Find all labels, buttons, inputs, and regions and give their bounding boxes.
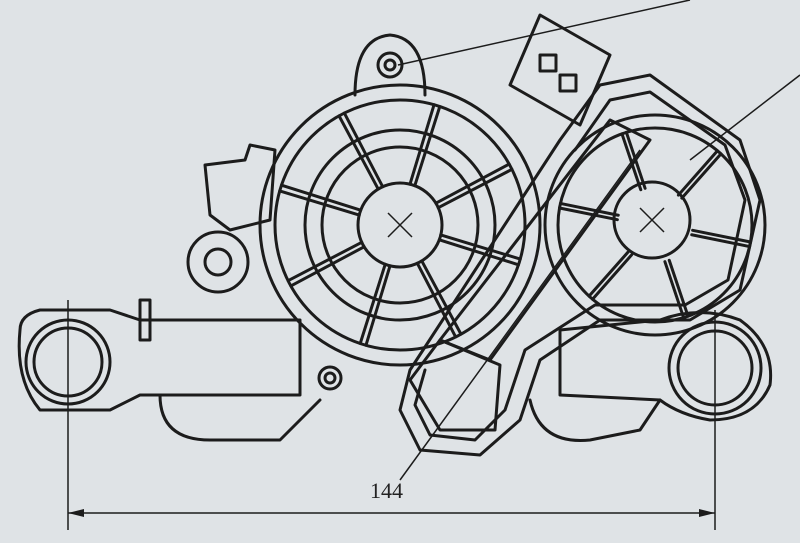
wheel-spoke [286,240,364,283]
wheel-spoke [663,260,686,320]
wheel-spoke [364,264,392,347]
wheel-spoke [415,261,458,339]
wheel-spoke [342,111,385,189]
wheel-spoke [413,105,442,188]
lower-housing-right [528,398,662,442]
wheel-spoke [676,149,719,197]
wheel-spoke [558,201,620,217]
wheel-spoke [437,238,520,267]
worm-housing [398,73,762,481]
wheel-spoke [337,114,380,191]
secondary-wheel [543,113,767,337]
main-wheel [258,83,542,367]
wheel-spoke [667,258,690,318]
wheel-spoke [434,162,511,205]
right-mount-arm [558,311,773,422]
wheel-spoke [557,206,619,222]
wheel-spoke [278,189,361,217]
wheel-spoke [280,183,363,212]
wheel-spoke [690,233,752,249]
wheel-spoke [439,233,522,261]
left-bracket [138,143,277,342]
wheel-spoke [587,250,630,298]
dimension-line [68,509,715,517]
dimension-label: 144 [370,478,403,503]
wheel-spoke [408,103,436,186]
leader-line-1 [397,0,691,66]
wheel-spoke [436,167,514,210]
wheel-spoke [289,245,366,288]
wheel-spoke [591,253,634,301]
leader-line-2 [689,74,800,161]
top-lug [353,33,427,97]
wheel-spoke [691,228,753,244]
bottom-lug [317,365,343,391]
wheel-spoke [358,262,387,345]
wheel-spoke [680,152,723,200]
lower-housing [158,393,322,442]
connector [508,13,612,127]
